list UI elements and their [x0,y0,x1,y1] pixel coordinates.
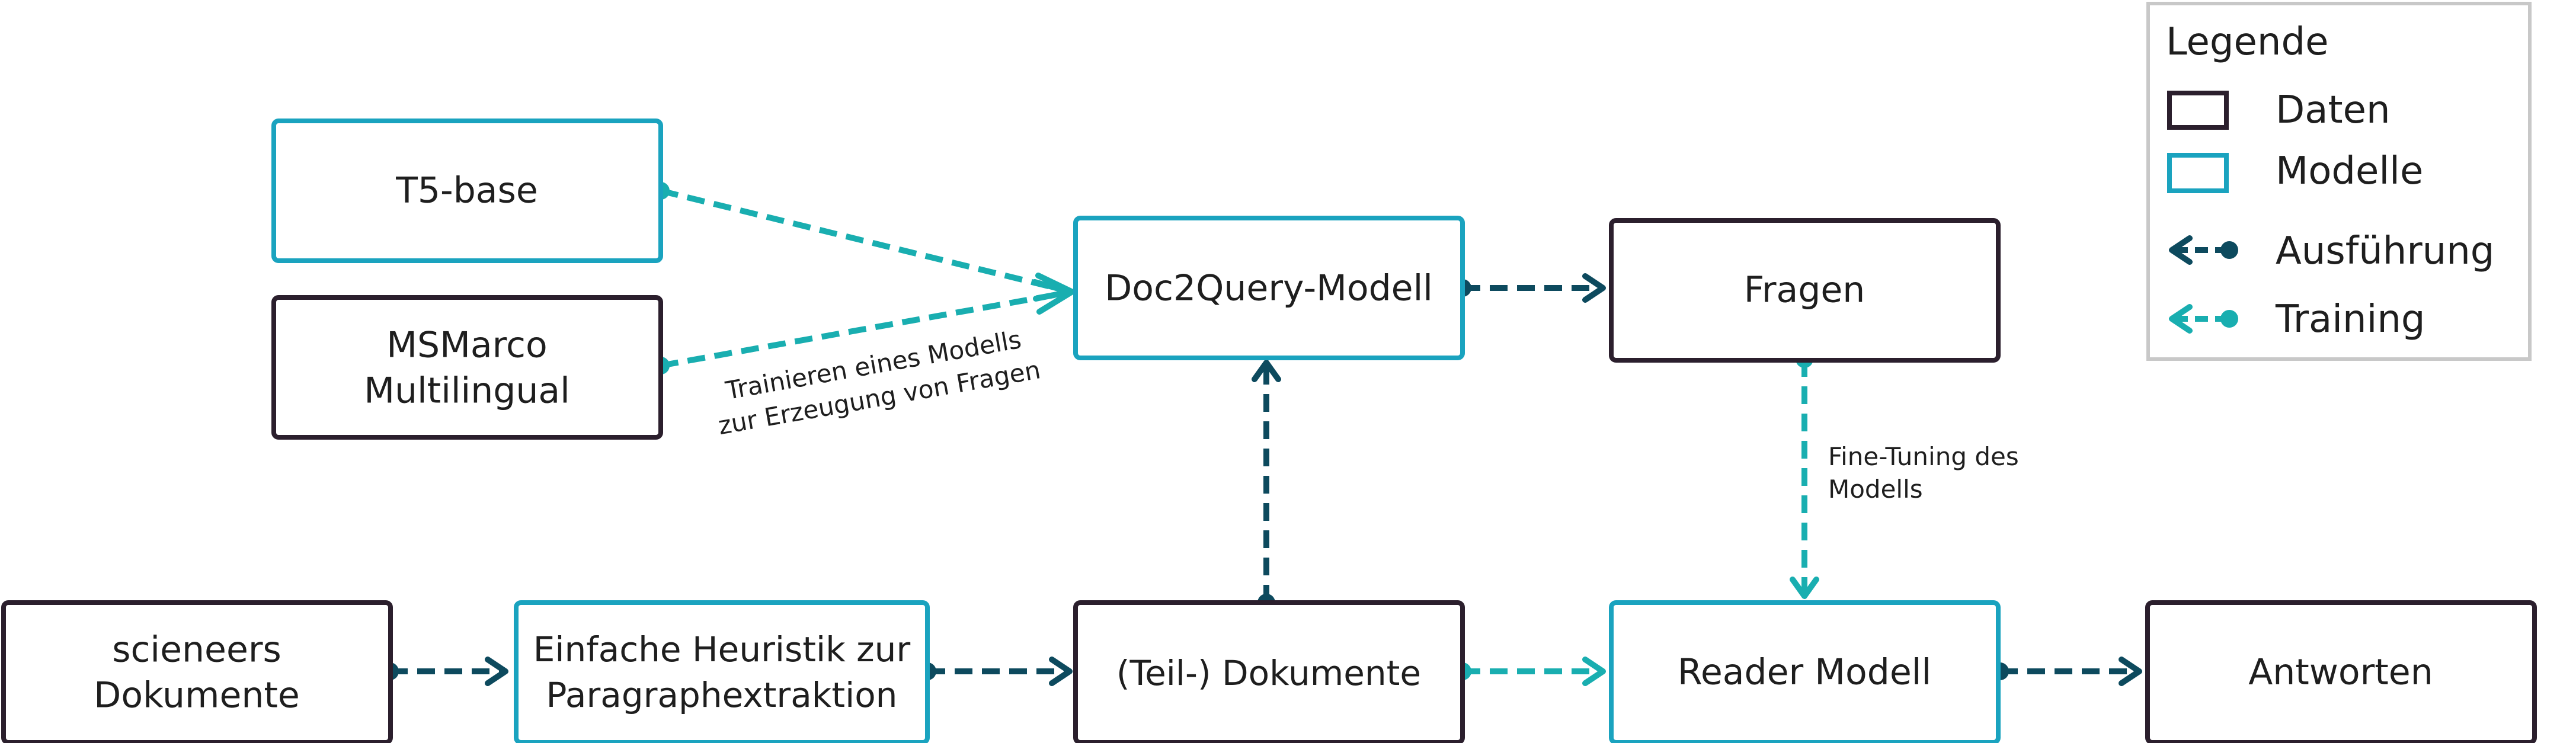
node-fragen-label: Fragen [1744,270,1865,311]
annotation-finetuning-line1: Fine-Tuning des [1828,442,2019,471]
annotation-trainieren: Trainieren eines Modells zur Erzeugung v… [716,325,1042,440]
edge-msmarco-to-doc2query [660,291,1061,369]
edge-reader-to-antworten-head [2119,657,2142,686]
legend-item-training-label: Training [2275,297,2425,341]
node-teildokumente: (Teil-) Dokumente [1073,600,1465,745]
node-msmarco-label-line1: MSMarco [386,325,547,366]
node-fragen: Fragen [1609,218,2001,363]
annotation-finetuning-line2: Modells [1828,475,1923,504]
node-scieneers-label-line2: Dokumente [94,675,300,716]
node-msmarco: MSMarco Multilingual [271,295,663,440]
node-antworten-label: Antworten [2248,652,2433,693]
node-scieneers-label-line1: scieneers [112,629,281,671]
node-scieneers: scieneers Dokumente [1,600,393,745]
legend-title: Legende [2166,20,2328,64]
legend: Legende Daten Modelle Ausführung Trainin… [2146,2,2532,361]
node-doc2query-label: Doc2Query-Modell [1105,268,1433,309]
legend-item-ausfuehrung-label: Ausführung [2276,229,2494,273]
edge-teildok-to-reader-head [1582,657,1606,686]
edge-teildok-to-doc2query-head [1252,360,1281,382]
edges [381,182,2142,686]
node-teildokumente-label: (Teil-) Dokumente [1116,653,1421,693]
node-antworten: Antworten [2145,600,2537,745]
legend-model-swatch [2167,153,2229,193]
edge-doc2query-to-fragen-head [1582,273,1606,303]
node-msmarco-label-line2: Multilingual [364,370,570,412]
nodes: T5-base MSMarco Multilingual Doc2Query-M… [1,119,2537,745]
node-heuristik: Einfache Heuristik zur Paragraphextrakti… [514,600,930,745]
edge-fragen-to-reader-head [1790,577,1819,599]
legend-item-modelle-label: Modelle [2276,149,2423,193]
legend-training-arrow-icon [2169,304,2238,334]
edge-scieneers-to-heuristik-head [485,657,508,686]
legend-data-swatch [2167,91,2229,130]
legend-execution-arrow-icon [2169,235,2238,265]
node-doc2query: Doc2Query-Modell [1073,216,1465,360]
edge-t5-to-doc2query [660,188,1062,292]
edge-msmarco-to-doc2query-head [1032,279,1074,315]
node-t5-base-label: T5-base [395,170,538,212]
legend-item-daten-label: Daten [2276,88,2391,132]
node-t5-base: T5-base [271,119,663,263]
node-reader-modell: Reader Modell [1609,600,2001,745]
node-reader-modell-label: Reader Modell [1678,652,1931,693]
edge-heuristik-to-teildok-head [1049,657,1073,686]
node-heuristik-label-line1: Einfache Heuristik zur [533,629,911,670]
node-heuristik-label-line2: Paragraphextraktion [546,675,898,715]
